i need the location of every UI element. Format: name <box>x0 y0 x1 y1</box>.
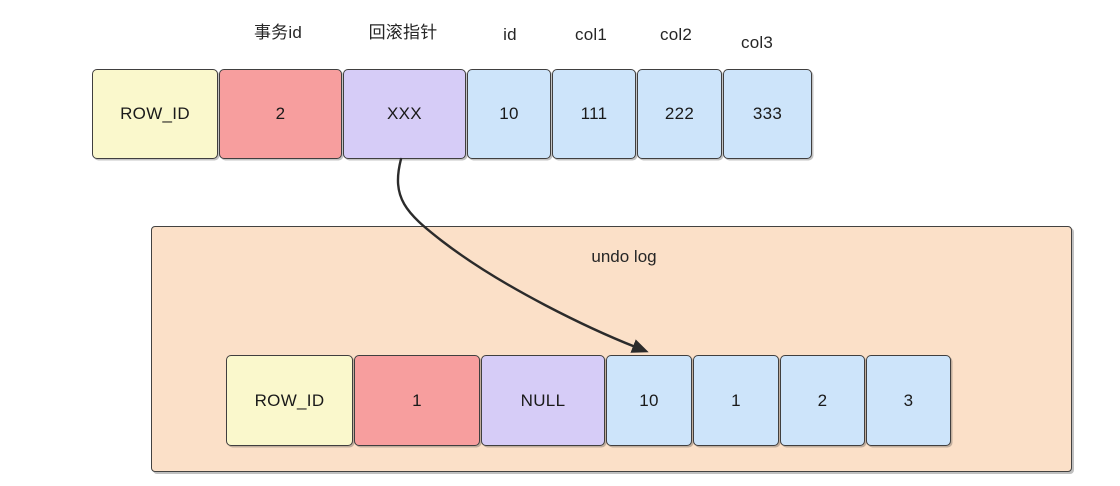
current-cell-id: 10 <box>467 69 551 159</box>
undo-cell-trx-id: 1 <box>354 355 480 446</box>
current-record-row: ROW_ID 2 XXX 10 111 222 333 <box>92 69 812 159</box>
undo-cell-col3: 3 <box>866 355 951 446</box>
undo-cell-row-id: ROW_ID <box>226 355 353 446</box>
undo-cell-col2: 2 <box>780 355 865 446</box>
undo-cell-rollback-pointer: NULL <box>481 355 605 446</box>
column-header-col2: col2 <box>660 25 692 44</box>
current-cell-col1: 111 <box>552 69 636 159</box>
undo-log-title: undo log <box>591 247 657 266</box>
column-header-col1: col1 <box>575 25 607 44</box>
current-cell-col2: 222 <box>637 69 722 159</box>
current-cell-rollback-pointer: XXX <box>343 69 466 159</box>
column-header-rollback-pointer: 回滚指针 <box>368 23 438 42</box>
current-cell-col3: 333 <box>723 69 812 159</box>
undo-cell-col1: 1 <box>693 355 779 446</box>
current-cell-row-id: ROW_ID <box>92 69 218 159</box>
column-header-id: id <box>503 25 517 44</box>
column-header-col3: col3 <box>741 33 773 52</box>
column-header-trx-id: 事务id <box>253 23 303 42</box>
current-cell-trx-id: 2 <box>219 69 342 159</box>
undo-log-record-row: ROW_ID 1 NULL 10 1 2 3 <box>226 355 951 446</box>
undo-cell-id: 10 <box>606 355 692 446</box>
